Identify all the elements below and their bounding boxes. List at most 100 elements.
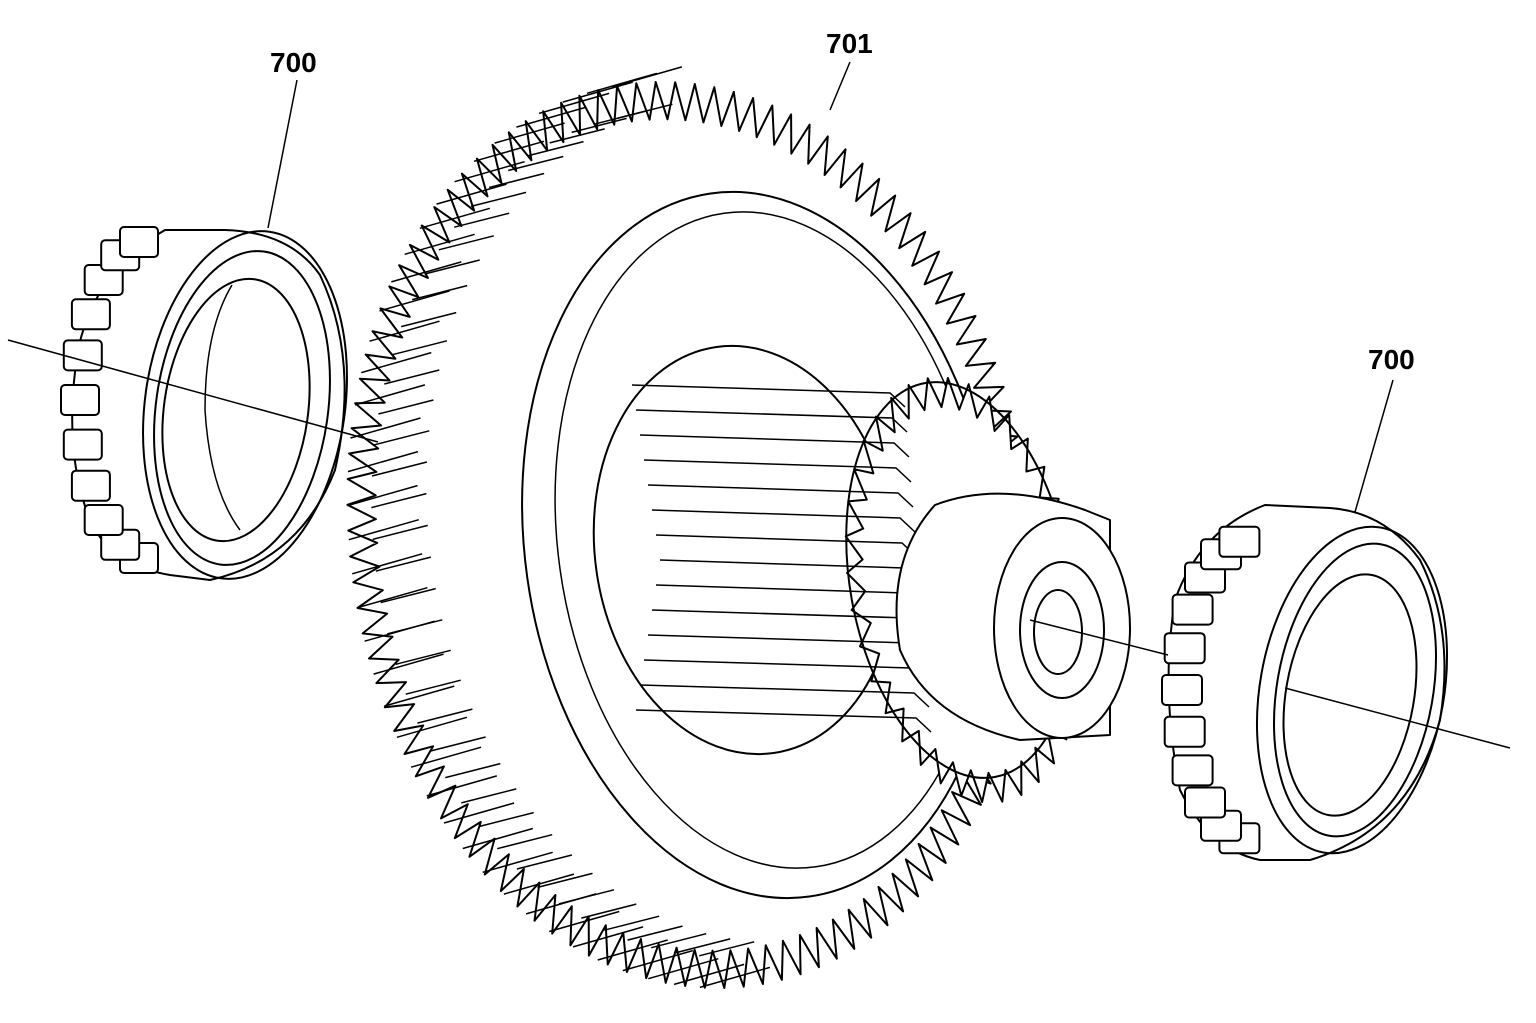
gear-tooth-face-line	[369, 320, 440, 342]
gear-tooth-edge-line	[395, 649, 451, 666]
gear-tooth-face-line	[357, 586, 428, 609]
gear-tooth-face-line	[348, 518, 420, 541]
gear-tooth-face-line	[597, 939, 668, 961]
gear-tooth-edge-line	[454, 212, 510, 228]
gear-tooth-face-line	[436, 183, 507, 205]
gear-tooth-face-line	[503, 873, 575, 895]
gear-tooth-edge-line	[549, 128, 605, 144]
bearing-right	[1161, 504, 1449, 861]
gear-tooth-edge-line	[497, 833, 553, 850]
gear-tooth-edge-line	[401, 311, 457, 328]
gear-tooth-face-line	[538, 92, 610, 115]
gear-teeth	[346, 66, 1034, 989]
bearing-roller	[62, 339, 103, 372]
gear-tooth-edge-line	[445, 762, 501, 779]
callout-label-bearing-right: 700	[1368, 344, 1415, 375]
bearing-right-bore	[1282, 573, 1418, 817]
pinion-flute-line	[639, 684, 930, 708]
gear-tooth-edge-line	[470, 191, 527, 208]
bearing-roller	[1184, 786, 1226, 819]
centre-axis	[7, 339, 1511, 749]
gear-tooth-face-line	[379, 290, 450, 312]
gear-tooth-face-line	[454, 160, 525, 183]
gear-tooth-face-line	[611, 66, 683, 88]
bearing-roller	[1163, 715, 1206, 748]
gear-tooth-edge-line	[699, 941, 755, 957]
pinion-flute-line	[647, 484, 914, 508]
gear-tooth-edge-line	[581, 903, 637, 919]
gear-tooth-face-line	[354, 384, 426, 406]
gear-tooth-edge-line	[508, 155, 564, 172]
gear-tooth-face-line	[347, 450, 419, 473]
leader-line-700-right	[1354, 379, 1394, 513]
gear-tooth-face-line	[572, 926, 644, 948]
gear-tooth-face-line	[419, 207, 491, 230]
gear-tooth-edge-line	[627, 925, 683, 941]
bearing-roller	[83, 504, 124, 536]
bearing-roller	[62, 428, 103, 461]
bearing-left-cup-outer	[142, 230, 348, 580]
gear-tooth-face-line	[525, 893, 597, 915]
gear-tooth-face-line	[699, 966, 771, 989]
gear-tooth-edge-line	[417, 708, 473, 724]
gear-tooth-edge-line	[604, 915, 660, 931]
gear-tooth-edge-line	[488, 172, 545, 189]
gear-tooth-edge-line	[430, 736, 486, 752]
gear-tooth-face-line	[426, 775, 498, 797]
gear-tooth-face-line	[562, 81, 633, 103]
axis-segment-right	[1284, 687, 1511, 749]
gear-tooth-edge-line	[405, 679, 461, 695]
gear-tooth-edge-line	[371, 461, 428, 477]
gear-tooth-face-line	[648, 957, 719, 980]
gear-tooth-face-line	[351, 553, 423, 575]
gear-tooth-edge-line	[617, 103, 673, 120]
axis-segment-mid	[1029, 619, 1169, 656]
gear-tooth-face-line	[494, 122, 565, 144]
bearing-roller	[1218, 525, 1261, 558]
gear-tooth-face-line	[396, 716, 468, 739]
callout-label-bearing-left: 700	[270, 47, 317, 78]
bearing-roller	[1163, 632, 1206, 665]
gear-tooth-face-line	[384, 685, 455, 707]
gear-tooth-edge-line	[372, 524, 428, 541]
gear-tooth-face-line	[622, 949, 694, 972]
bearing-left	[60, 226, 348, 581]
gear-tooth-face-line	[347, 484, 418, 507]
gear-tooth-face-line	[673, 963, 745, 986]
gear-tooth-edge-line	[380, 587, 436, 604]
gear-tooth-face-line	[462, 827, 534, 850]
gear-tooth-edge-line	[537, 872, 593, 889]
gear-tooth-edge-line	[478, 811, 534, 828]
pinion-flute-line	[631, 384, 906, 408]
pinion-flute-line	[635, 709, 932, 733]
bearing-roller	[1161, 674, 1203, 706]
bearing-roller	[1171, 754, 1214, 787]
gear-tooth-face-line	[516, 106, 587, 128]
bearing-roller	[70, 298, 111, 331]
bearing-right-rollers	[1161, 525, 1261, 855]
gear-tooth-edge-line	[461, 788, 517, 804]
bearing-left-rollers	[60, 226, 159, 574]
gear-tooth-edge-line	[516, 854, 573, 870]
axis-segment-left	[7, 339, 379, 443]
gear-tooth-edge-line	[387, 619, 443, 635]
gear-tooth-face-line	[361, 351, 432, 374]
bearing-right-cage-outer	[1255, 525, 1449, 855]
bearing-roller	[1171, 593, 1214, 626]
gear-tooth-edge-line	[371, 492, 427, 509]
pinion-flute-line	[651, 509, 916, 533]
gear-tooth-edge-line	[391, 340, 448, 356]
gear-tooth-face-line	[482, 851, 553, 874]
bearing-roller	[70, 469, 111, 502]
gear-tooth-face-line	[410, 746, 482, 768]
gear-tooth-edge-line	[378, 399, 434, 415]
gear-tooth-edge-line	[651, 932, 707, 949]
hub-bore-outer	[1019, 561, 1105, 699]
bearing-roller	[119, 226, 159, 258]
gear-tooth-edge-line	[384, 369, 440, 385]
bearing-left-race-inner	[204, 284, 241, 531]
bearing-left-cup-mid	[153, 250, 331, 566]
leader-line-700-left	[267, 79, 298, 229]
